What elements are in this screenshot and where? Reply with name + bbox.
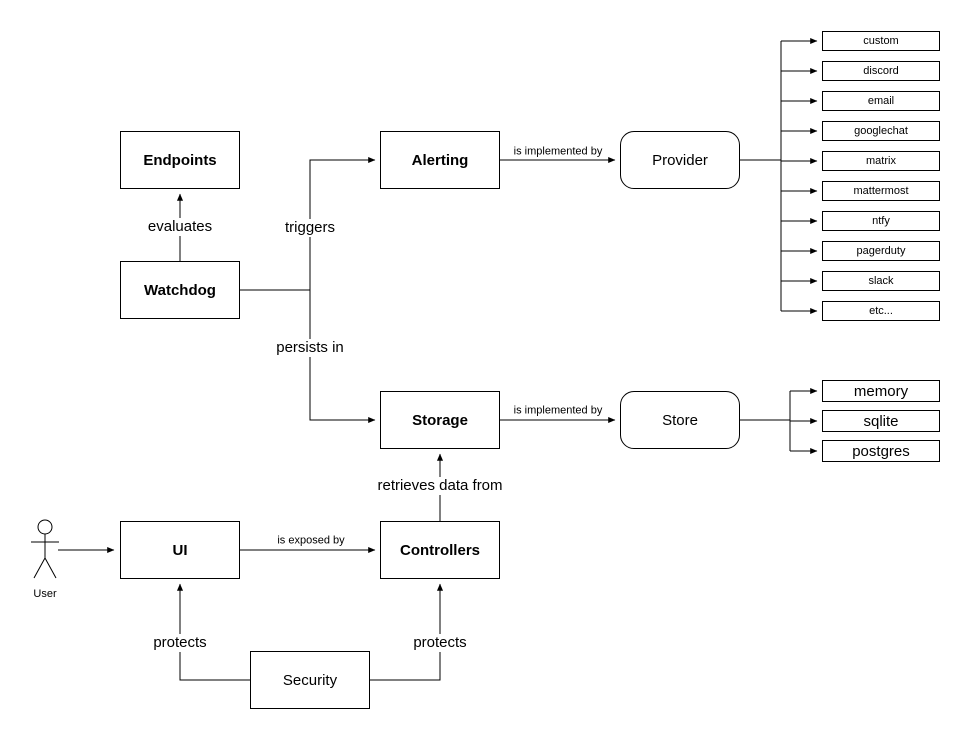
- node-endpoints: Endpoints: [120, 131, 240, 189]
- edge-label-storage-implemented-by: is implemented by: [510, 404, 606, 418]
- node-alerting: Alerting: [380, 131, 500, 189]
- edge-watchdog-alerting: [309, 156, 376, 290]
- edge-security-controllers: [370, 583, 444, 681]
- edge-watchdog-storage: [309, 290, 376, 424]
- provider-impl-slack: slack: [822, 271, 940, 291]
- edge-label-persists-in: persists in: [273, 339, 347, 357]
- edge-provider-spine: [740, 41, 782, 311]
- edge-label-is-exposed-by: is exposed by: [274, 534, 348, 548]
- store-impl-sqlite: sqlite: [822, 410, 940, 432]
- store-impl-memory: memory: [822, 380, 940, 402]
- provider-impl-custom: custom: [822, 31, 940, 51]
- edge-label-protects-ui: protects: [150, 634, 210, 652]
- user-actor-label: User: [33, 588, 57, 600]
- edge-label-triggers: triggers: [281, 219, 339, 237]
- node-provider: Provider: [620, 131, 740, 189]
- edge-label-alerting-implemented-by: is implemented by: [510, 145, 606, 159]
- provider-impl-etc: etc...: [822, 301, 940, 321]
- provider-impl-googlechat: googlechat: [822, 121, 940, 141]
- node-watchdog: Watchdog: [120, 261, 240, 319]
- node-storage: Storage: [380, 391, 500, 449]
- edge-label-protects-controllers: protects: [410, 634, 470, 652]
- provider-impl-matrix: matrix: [822, 151, 940, 171]
- provider-impl-discord: discord: [822, 61, 940, 81]
- node-controllers: Controllers: [380, 521, 500, 579]
- node-store: Store: [620, 391, 740, 449]
- provider-impl-email: email: [822, 91, 940, 111]
- user-actor-icon: [31, 519, 59, 579]
- node-ui: UI: [120, 521, 240, 579]
- edge-store-spine: [740, 391, 791, 451]
- provider-impl-ntfy: ntfy: [822, 211, 940, 231]
- provider-impl-pagerduty: pagerduty: [822, 241, 940, 261]
- store-impl-postgres: postgres: [822, 440, 940, 462]
- edge-label-evaluates: evaluates: [144, 218, 216, 236]
- edge-label-retrieves-data-from: retrieves data from: [374, 477, 506, 495]
- edge-security-ui: [176, 583, 250, 681]
- node-security: Security: [250, 651, 370, 709]
- provider-impl-mattermost: mattermost: [822, 181, 940, 201]
